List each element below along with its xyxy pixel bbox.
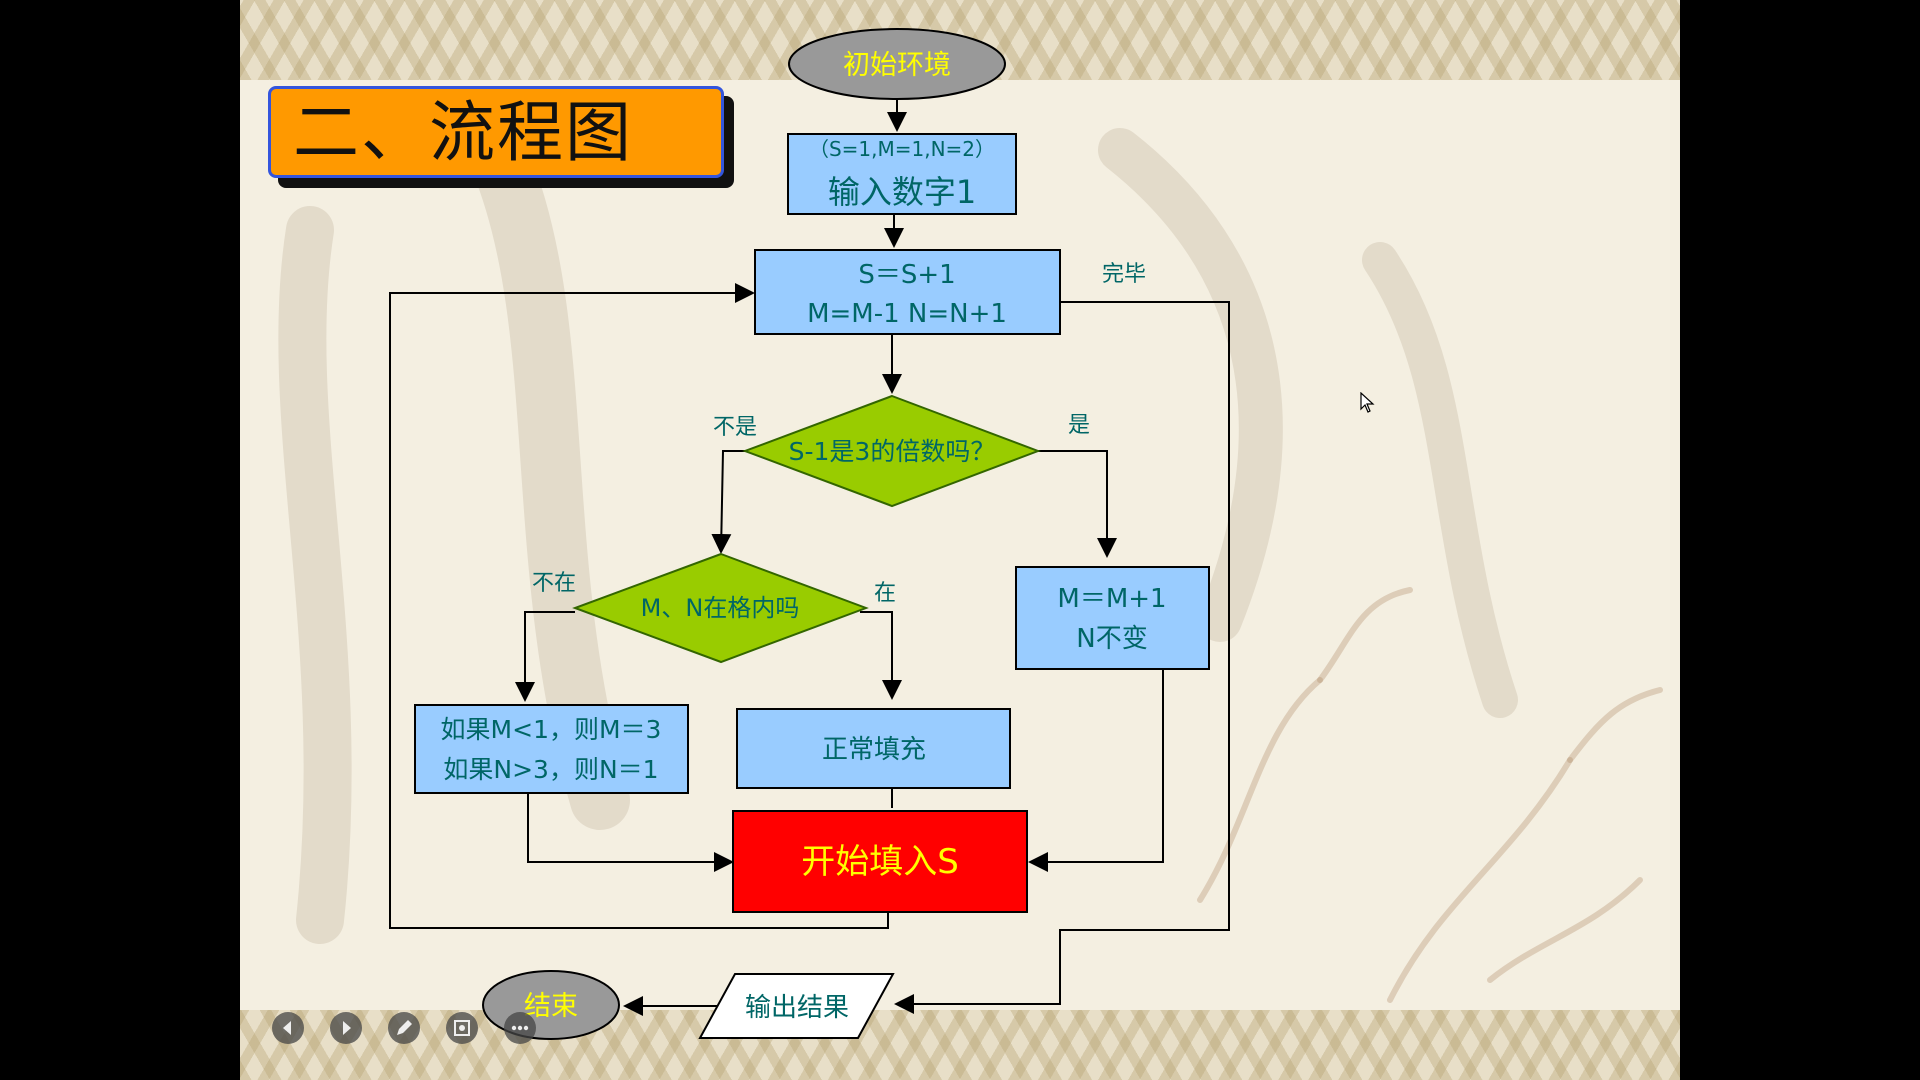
decision1-label: S-1是3的倍数吗？ <box>789 437 996 466</box>
decorative-border-bottom <box>240 1010 1680 1080</box>
mouse-cursor-icon <box>1360 392 1375 413</box>
init-input-label: 输入数字1 <box>828 173 976 211</box>
update-line2: M=M-1 N=N+1 <box>807 299 1007 329</box>
fill-s-process: 开始填入S <box>732 810 1028 913</box>
adjust-line2: 如果N>3，则N＝1 <box>443 755 658 784</box>
decision-in-grid: M、N在格内吗 <box>572 552 869 664</box>
decision2-label: M、N在格内吗 <box>641 594 800 622</box>
no-branch-label: 不是 <box>713 415 757 440</box>
not-in-branch-label: 不在 <box>532 571 576 596</box>
connectors <box>389 98 1230 1016</box>
slide-title: 二、流程图 <box>293 94 633 171</box>
output-io: 输出结果 <box>698 973 895 1039</box>
yes-branch-label: 是 <box>1068 413 1090 438</box>
next-icon <box>343 1021 351 1035</box>
prev-icon <box>283 1021 291 1035</box>
update-process: S＝S+1 M=M-1 N=N+1 <box>754 249 1061 335</box>
start-label: 初始环境 <box>843 50 951 81</box>
init-process: （S=1,M=1,N=2） 输入数字1 <box>787 133 1017 215</box>
next-slide-button[interactable] <box>330 1012 362 1044</box>
yes-process: M＝M+1 N不变 <box>1015 566 1210 670</box>
flowchart: 初始环境 （S=1,M=1,N=2） 输入数字1 S＝S+1 M=M-1 N=N… <box>389 28 1230 1040</box>
init-params-label: （S=1,M=1,N=2） <box>809 137 995 161</box>
fill-s-label: 开始填入S <box>801 842 959 882</box>
yes-line2: N不变 <box>1076 624 1147 654</box>
pen-tool-button[interactable] <box>388 1012 420 1044</box>
update-line1: S＝S+1 <box>858 260 955 290</box>
prev-slide-button[interactable] <box>272 1012 304 1044</box>
adjust-line1: 如果M<1，则M＝3 <box>441 715 662 744</box>
start-terminator: 初始环境 <box>788 28 1006 100</box>
normal-fill-process: 正常填充 <box>736 708 1011 789</box>
pen-icon <box>397 1020 412 1035</box>
output-label: 输出结果 <box>745 993 849 1023</box>
done-branch-label: 完毕 <box>1102 262 1146 287</box>
more-options-button[interactable] <box>504 1012 536 1044</box>
in-branch-label: 在 <box>874 581 896 606</box>
adjust-process: 如果M<1，则M＝3 如果N>3，则N＝1 <box>414 704 689 794</box>
more-icon <box>511 1025 529 1031</box>
background-brush-art <box>278 128 1663 1003</box>
yes-line1: M＝M+1 <box>1057 584 1166 614</box>
zoom-button[interactable] <box>446 1012 478 1044</box>
decision-multiple-of-3: S-1是3的倍数吗？ <box>742 394 1041 508</box>
slide: 二、流程图 330087 初始环境 <box>240 0 1680 1080</box>
end-label: 结束 <box>524 991 578 1022</box>
slide-title-box: 二、流程图 <box>268 86 724 178</box>
normal-fill-label: 正常填充 <box>822 735 926 765</box>
zoom-icon <box>454 1020 470 1036</box>
